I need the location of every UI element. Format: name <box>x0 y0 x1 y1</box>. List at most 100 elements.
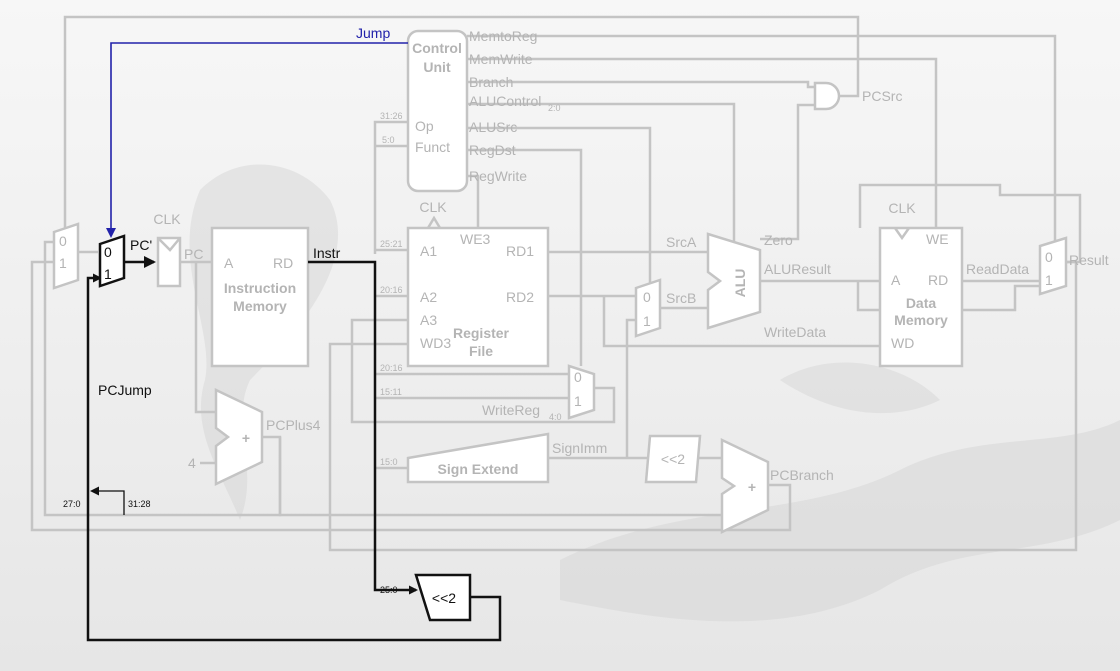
alusrc-label: ALUSrc <box>469 119 517 135</box>
alu-label: ALU <box>732 269 748 298</box>
pcsrc-mux <box>52 222 80 290</box>
zero-label: Zero <box>764 232 793 248</box>
control-op-port: Op <box>415 118 434 134</box>
instruction-memory-rd-port: RD <box>273 255 293 271</box>
result-mux-input-0: 0 <box>1045 249 1053 265</box>
instruction-memory-label-line2: Memory <box>233 298 287 314</box>
regdst-label: RegDst <box>469 142 516 158</box>
jump-control-wire <box>106 42 408 238</box>
data-memory-rd-port: RD <box>928 272 948 288</box>
register-file-a2-port: A2 <box>420 289 437 305</box>
jump-control-signal: Jump <box>106 25 408 238</box>
pcplus4-label: PCPlus4 <box>266 417 321 433</box>
bitfield-op: 31:26 <box>380 111 403 121</box>
data-memory-label-line2: Memory <box>894 312 948 328</box>
srcb-label: SrcB <box>666 290 696 306</box>
pcplus4-adder-plus: + <box>242 430 250 446</box>
sign-extend-block <box>406 432 550 484</box>
srca-label: SrcA <box>666 234 697 250</box>
register-file-clk-label: CLK <box>419 199 447 215</box>
aluresult-label: ALUResult <box>764 261 831 277</box>
result-mux <box>1038 236 1068 296</box>
register-file-block <box>406 226 550 368</box>
pcjump-label: PCJump <box>98 382 152 398</box>
bitfield-pc-low: 27:0 <box>63 499 81 509</box>
pc-register <box>156 236 182 288</box>
bitfield-rd: 15:11 <box>380 387 402 397</box>
writedata-label: WriteData <box>764 324 826 340</box>
control-unit-label-line2: Unit <box>423 59 451 75</box>
data-memory-we-port: WE <box>926 231 949 247</box>
data-memory-block <box>878 226 964 368</box>
pc-label: PC <box>184 246 203 262</box>
data-memory-label-line1: Data <box>906 295 937 311</box>
jump-shift-left-2-block <box>414 573 472 622</box>
instruction-memory-a-port: A <box>224 255 234 271</box>
shift-left-2-block <box>644 434 702 484</box>
jump-mux-input-0: 0 <box>104 244 112 260</box>
jump-path-highlight: 0 1 <<2 Instr PC' PCJump 25:0 27:0 31:28 <box>63 234 502 642</box>
srcb-mux <box>634 278 662 338</box>
instruction-memory-label-line1: Instruction <box>224 280 296 296</box>
srcb-mux-input-0: 0 <box>643 289 651 305</box>
memwrite-label: MemWrite <box>469 51 533 67</box>
bitfield-funct: 5:0 <box>382 135 395 145</box>
and-gate <box>813 81 841 111</box>
register-file-a1-port: A1 <box>420 243 437 259</box>
jump-shift-left-2-label: <<2 <box>432 590 456 606</box>
bitfield-rt-mux: 20:16 <box>380 363 403 373</box>
bitfield-rt: 20:16 <box>380 285 403 295</box>
srcb-mux-input-1: 1 <box>643 313 651 329</box>
jump-label: Jump <box>356 25 390 41</box>
pcsrc-label: PCSrc <box>862 88 902 104</box>
bitfield-jump-addr: 25:0 <box>380 585 398 595</box>
pcjump-wire <box>86 273 502 642</box>
sign-extend-label: Sign Extend <box>438 461 519 477</box>
dimmed-wires <box>30 15 1082 552</box>
pc-register-clk-label: CLK <box>153 211 181 227</box>
result-label: Result <box>1069 252 1109 268</box>
shift-left-2-label: <<2 <box>661 451 685 467</box>
regdst-mux <box>567 364 596 420</box>
jump-mux-input-1: 1 <box>104 266 112 282</box>
alucontrol-label: ALUControl <box>469 93 541 109</box>
pcsrc-mux-input-1: 1 <box>59 255 67 271</box>
pc-high-bits-wire <box>90 486 125 515</box>
control-unit-block <box>406 29 469 193</box>
register-file-a3-port: A3 <box>420 312 437 328</box>
dimmed-signal-labels: MemtoReg MemWrite Branch ALUControl 2:0 … <box>184 28 1109 483</box>
pcsrc-mux-input-0: 0 <box>59 233 67 249</box>
pcplus4-adder <box>214 388 264 486</box>
regdst-mux-input-1: 1 <box>574 393 582 409</box>
alu-block <box>706 232 762 330</box>
const-four-label: 4 <box>188 455 196 471</box>
readdata-label: ReadData <box>966 261 1029 277</box>
writereg-label: WriteReg <box>482 402 540 418</box>
instr-label: Instr <box>313 245 341 261</box>
data-memory-clk-label: CLK <box>888 200 916 216</box>
register-file-wd3-port: WD3 <box>420 335 451 351</box>
bitfield-imm: 15:0 <box>380 457 398 467</box>
alucontrol-bits-label: 2:0 <box>548 103 561 113</box>
bitfield-rs: 25:21 <box>380 239 403 249</box>
control-funct-port: Funct <box>415 139 450 155</box>
pcbranch-adder-plus: + <box>748 479 756 495</box>
register-file-rd2-port: RD2 <box>506 289 534 305</box>
instr-bus-wire <box>308 260 418 595</box>
register-file-label-line2: File <box>469 343 493 359</box>
register-file-label-line1: Register <box>453 325 510 341</box>
register-file-we3-port: WE3 <box>460 231 491 247</box>
memtoreg-label: MemtoReg <box>469 28 537 44</box>
pcbranch-label: PCBranch <box>770 467 834 483</box>
signimm-label: SignImm <box>552 440 607 456</box>
regdst-mux-input-0: 0 <box>574 369 582 385</box>
result-mux-input-1: 1 <box>1045 272 1053 288</box>
instruction-memory-block <box>210 226 310 368</box>
data-memory-wd-port: WD <box>891 335 914 351</box>
pc-prime-label: PC' <box>130 237 152 253</box>
data-memory-a-port: A <box>891 272 901 288</box>
register-file-rd1-port: RD1 <box>506 243 534 259</box>
jump-mux <box>98 234 126 288</box>
dimmed-blocks: Control Unit Op Funct A RD Instruction M… <box>52 29 1068 534</box>
